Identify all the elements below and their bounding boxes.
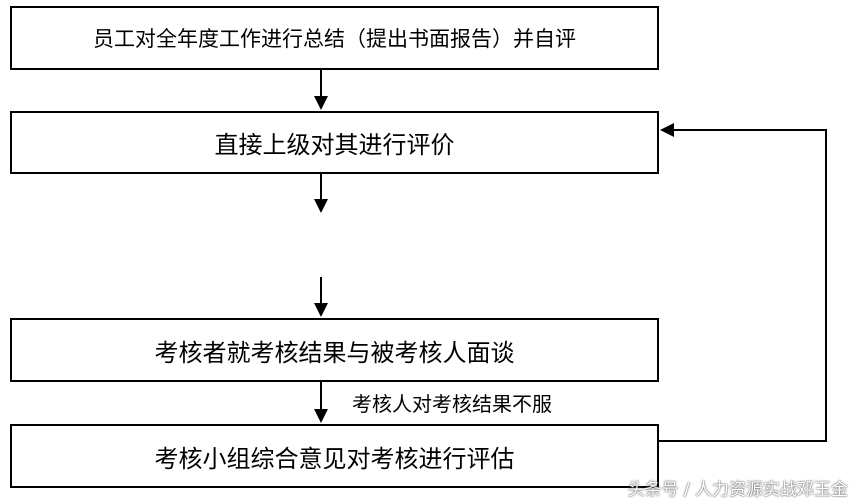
step-committee-assessment-label: 考核小组综合意见对考核进行评估	[154, 444, 515, 473]
step-supervisor-evaluation-label: 直接上级对其进行评价	[214, 131, 455, 159]
step-interview-label: 考核者就考核结果与被考核人面谈	[154, 338, 515, 367]
step-supervisor-evaluation-box: 直接上级对其进行评价	[10, 111, 659, 174]
arrow-step1-to-step2	[314, 70, 328, 110]
arrow-step3-to-step4	[314, 382, 328, 423]
arrow-step2-down	[314, 174, 328, 213]
step-self-evaluation-box: 员工对全年度工作进行总结（提出书面报告）并自评	[10, 6, 659, 70]
step-self-evaluation-label: 员工对全年度工作进行总结（提出书面报告）并自评	[93, 27, 576, 51]
step-interview-box: 考核者就考核结果与被考核人面谈	[10, 318, 659, 382]
watermark-text: 头条号 / 人力资源实战邓玉金	[627, 480, 848, 500]
feedback-loop-arrow	[659, 123, 827, 442]
step-committee-assessment-box: 考核小组综合意见对考核进行评估	[10, 424, 659, 488]
condition-label: 考核人对考核结果不服	[352, 392, 552, 416]
arrow-to-step3	[314, 277, 328, 317]
